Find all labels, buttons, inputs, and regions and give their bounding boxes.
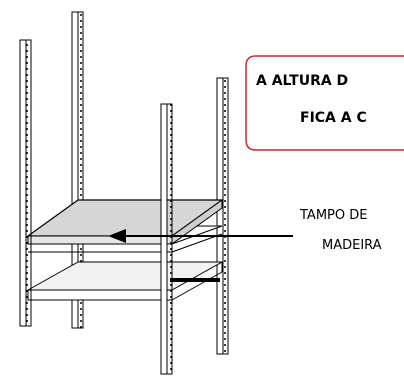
callout-line-1: A ALTURA D [256, 73, 349, 89]
label-line-1: TAMPO DE [300, 208, 368, 223]
arrow-icon [108, 229, 293, 243]
back-right-post [216, 77, 229, 355]
callout-line-2: FICA A C [300, 110, 367, 126]
front-right-post [160, 103, 173, 375]
label-line-2: MADEIRA [322, 238, 382, 253]
front-left-post [19, 39, 32, 327]
bottom-shelf [26, 261, 224, 301]
callout-box [245, 55, 404, 151]
back-left-post [71, 11, 84, 329]
